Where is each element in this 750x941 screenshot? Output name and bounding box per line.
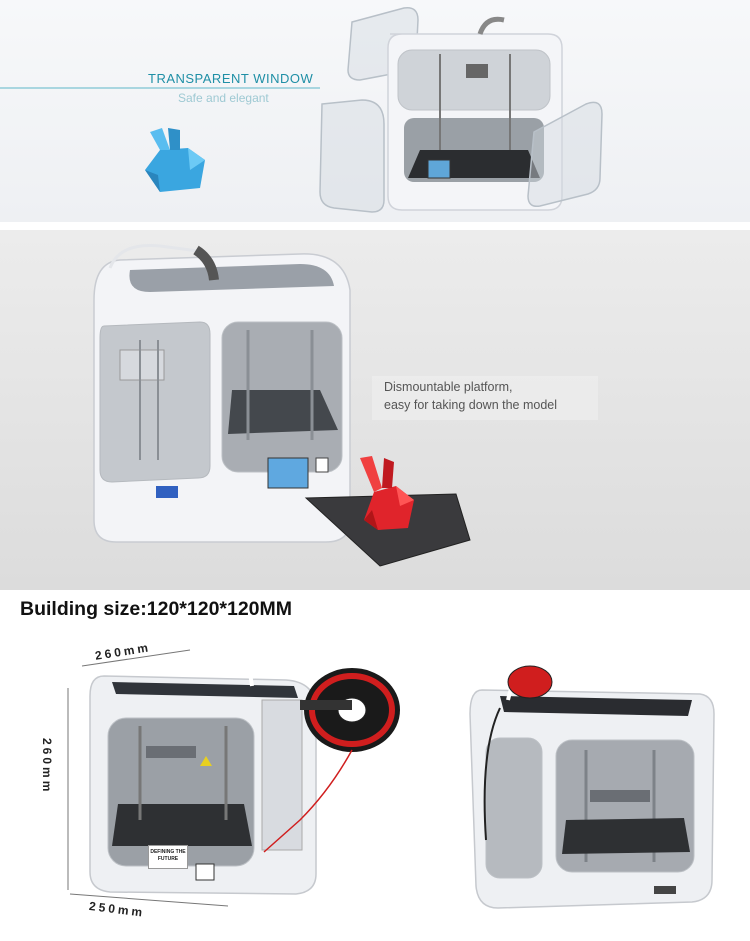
red-bunny-model	[360, 456, 414, 530]
height-dimension-label: 260mm	[40, 738, 54, 795]
transparent-window-illustration	[0, 7, 603, 213]
dimension-illustration	[67, 649, 715, 909]
window-title: TRANSPARENT WINDOW	[148, 71, 314, 86]
callout-box	[372, 376, 598, 420]
window-subtitle: Safe and elegant	[178, 91, 269, 105]
printer-left	[89, 654, 317, 895]
right-door-panel	[527, 101, 603, 208]
depth-dimension-line	[81, 649, 191, 667]
platform-illustration	[93, 243, 471, 567]
printer-right	[469, 660, 715, 909]
filament-spool	[263, 668, 400, 853]
printer-body	[387, 16, 563, 211]
front-sticker: DEFINING THE FUTURE	[148, 845, 188, 869]
building-size-panel: Building size:120*120*120MM 260mm 260mm …	[0, 590, 750, 941]
building-size-heading: Building size:120*120*120MM	[20, 598, 293, 620]
callout-line-1: Dismountable platform,	[384, 380, 513, 394]
blue-bunny-model	[145, 128, 205, 192]
dismountable-platform-panel: Dismountable platform, easy for taking d…	[0, 230, 750, 590]
width-dimension-line	[69, 893, 229, 907]
transparent-window-panel: TRANSPARENT WINDOW Safe and elegant	[0, 0, 750, 222]
left-door-panel	[319, 99, 385, 213]
printer-body-large	[93, 243, 351, 543]
callout-line-2: easy for taking down the model	[384, 398, 558, 412]
